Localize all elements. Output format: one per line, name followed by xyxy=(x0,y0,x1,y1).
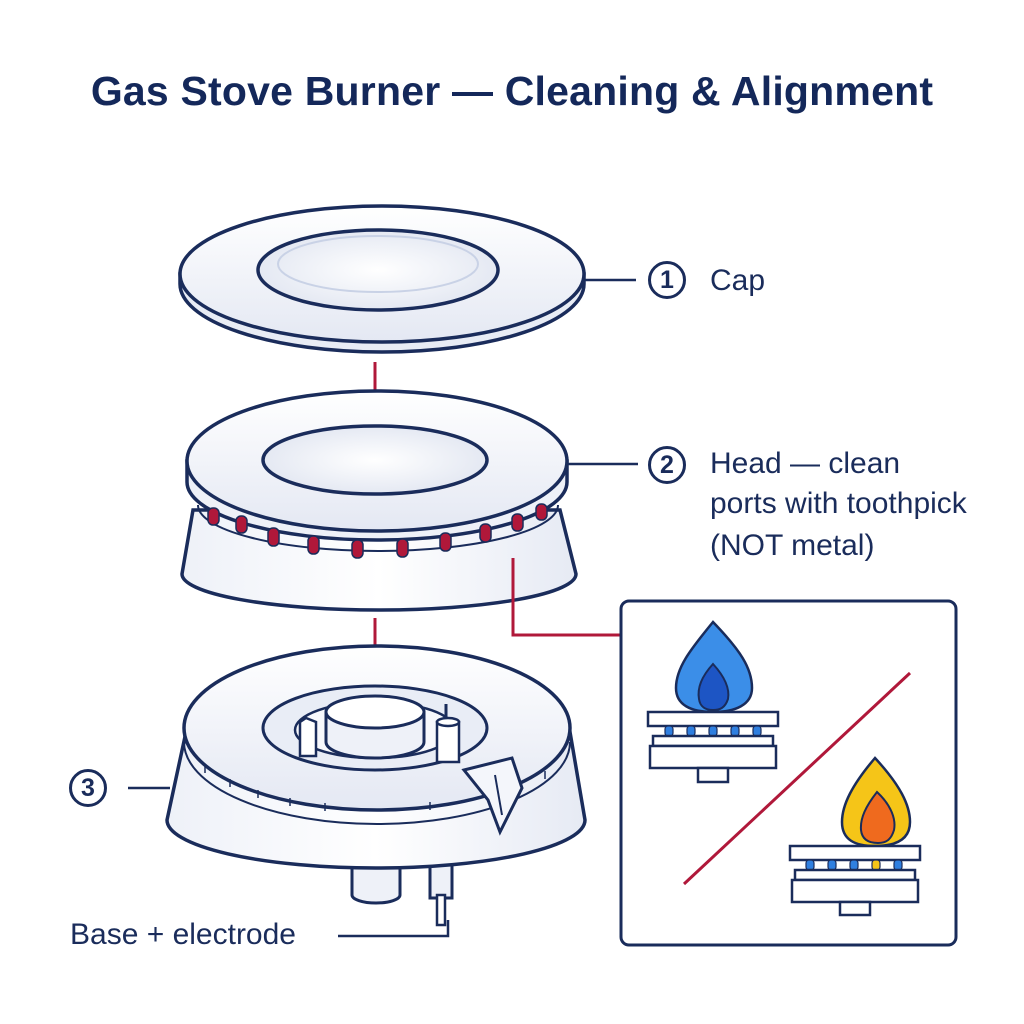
blue-flame-icon xyxy=(646,620,780,784)
burner-head xyxy=(180,389,578,612)
burner-cap xyxy=(178,204,586,354)
leader-lines xyxy=(128,278,638,938)
divider-slash xyxy=(682,671,912,886)
part-2-label-line-3: (NOT metal) xyxy=(710,529,875,562)
yellow-flame-icon xyxy=(788,756,922,917)
part-2-badge: 2 xyxy=(648,446,686,484)
part-2-label-line-1: Head — clean xyxy=(710,447,901,480)
part-1-badge: 1 xyxy=(648,261,686,299)
part-3-badge: 3 xyxy=(69,769,107,807)
flame-comparison-inset xyxy=(619,599,958,947)
inset-connector xyxy=(511,558,622,637)
burner-ports xyxy=(207,503,548,559)
part-2-label-line-2: ports with toothpick xyxy=(710,487,967,520)
page-title: Gas Stove Burner — Cleaning & Alignment xyxy=(90,68,934,114)
part-1-label: Cap xyxy=(710,264,766,297)
burner-base xyxy=(165,644,587,927)
part-3-label: Base + electrode xyxy=(70,918,296,951)
